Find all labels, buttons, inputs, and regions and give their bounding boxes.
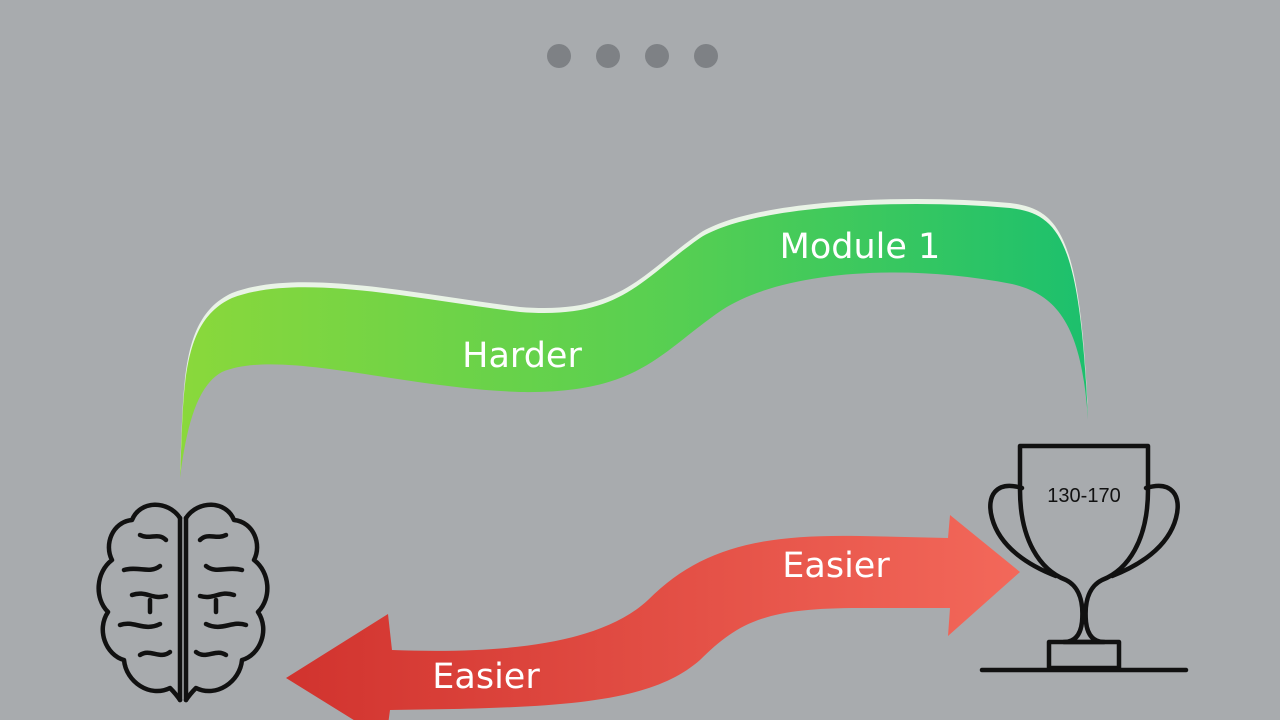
trophy-icon: 130-170 [979, 443, 1189, 673]
trophy-score-label: 130-170 [1047, 485, 1120, 507]
pagination-dot[interactable] [645, 44, 669, 68]
brain-icon [96, 502, 270, 703]
red-arrow-body [286, 515, 1020, 720]
red-arrow: Easier Easier [286, 515, 1020, 720]
green-ribbon: Module 1 Harder [180, 198, 1088, 479]
pagination-dot[interactable] [596, 44, 620, 68]
pagination-dots [547, 44, 718, 68]
easier-lower-label: Easier [432, 657, 540, 697]
trophy-handle-left [988, 483, 1059, 579]
trophy-cup [1017, 443, 1151, 645]
green-ribbon-body [180, 203, 1088, 479]
pagination-dot[interactable] [547, 44, 571, 68]
module-1-label: Module 1 [780, 227, 941, 267]
trophy-handle-right [1109, 483, 1180, 579]
harder-label: Harder [462, 336, 582, 376]
easier-upper-label: Easier [782, 546, 890, 586]
pagination-dot[interactable] [694, 44, 718, 68]
trophy-base [1046, 639, 1122, 671]
